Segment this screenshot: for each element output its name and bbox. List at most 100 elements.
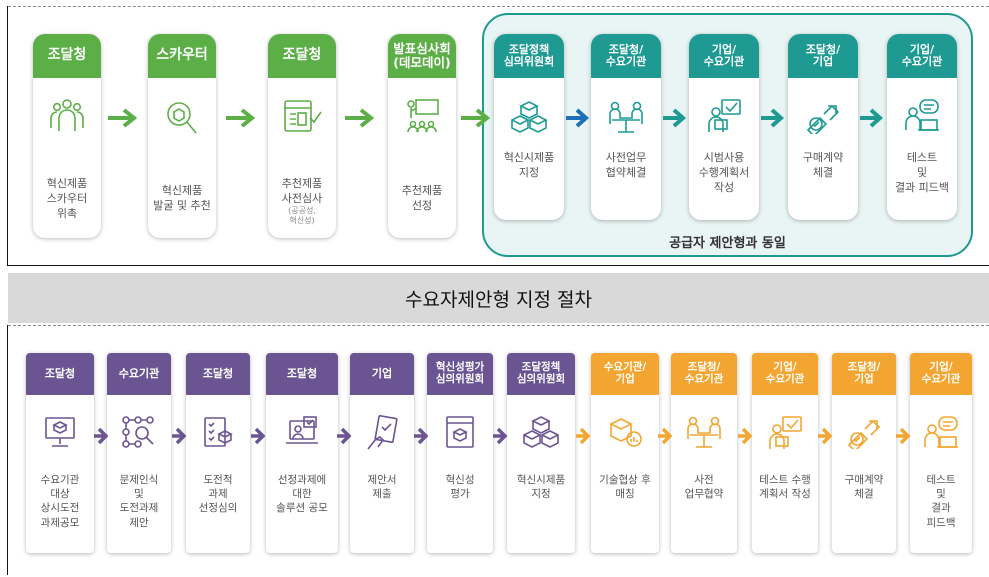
feedback-icon [904,98,940,138]
bottom-step-6-text: 혁신성 평가 [445,474,475,501]
top-step-3-text: 추천제품 사전심사 [281,177,323,205]
bottom-arrow-9 [738,427,753,445]
top-step-5-text: 혁신시제품 지정 [503,151,555,179]
bottom-step-5: 기업 제안서 제출 [350,353,414,553]
top-step-8-text: 구매계약 체결 [802,151,844,179]
search-product-icon [165,100,199,140]
bottom-step-4: 조달청 선정과제에 대한 솔루션 공모 [266,353,338,553]
bottom-step-12: 기업/ 수요기관 테스트 및 결과 피드백 [910,353,972,553]
presentation-icon [404,98,440,138]
bottom-step-5-text: 제안서 제출 [367,474,397,501]
left-border-bottom [7,325,8,575]
bottom-step-10-header: 기업/ 수요기관 [752,353,818,395]
handshake-icon [804,100,842,138]
top-arrow-8 [860,108,884,128]
bottom-step-7: 조달정책 심의위원회 혁신시제품 지정 [507,353,575,553]
feedback-icon [923,415,959,455]
bottom-step-8: 수요기관/ 기업 기술협상 후 매칭 [591,353,659,553]
document-check-icon [282,98,322,138]
top-arrow-7 [761,108,785,128]
bottom-step-3-text: 도전적 과제 선정심의 [198,474,238,515]
top-step-4: 발표심사회 (데모데이) 추천제품 선정 [388,34,456,238]
top-arrow-4 [461,108,491,128]
bottom-step-3: 조달청 도전적 과제 선정심의 [186,353,250,553]
bottom-step-10: 기업/ 수요기관 테스트 수행 계획서 작성 [752,353,818,553]
top-step-9: 기업/ 수요기관 테스트 및 결과 피드백 [887,34,957,220]
bottom-step-9: 조달청/ 수요기관 사전 업무협약 [671,353,737,553]
bottom-arrow-7 [576,427,591,445]
top-step-4-header: 발표심사회 (데모데이) [388,34,456,78]
checklist-cube-icon [202,415,234,453]
planning-icon [706,98,742,138]
meeting-icon [608,100,644,138]
bottom-arrow-1 [94,427,109,445]
top-step-6-text: 사전업무 협약체결 [605,151,647,179]
bottom-step-2-header: 수요기관 [107,353,171,395]
bottom-step-11-header: 조달청/ 기업 [832,353,896,395]
top-step-5-header: 조달정책 심의위원회 [494,34,564,78]
top-step-1: 조달청 혁신제품 스카우터 위촉 [33,34,101,238]
top-step-2-header: 스카우터 [148,34,216,78]
bottom-arrow-8 [658,427,673,445]
bottom-step-6-header: 혁신성평가 심의위원회 [427,353,493,395]
bottom-arrow-6 [493,427,508,445]
top-step-6-header: 조달청/ 수요기관 [591,34,661,78]
top-step-2-text: 혁신제품 발굴 및 추천 [153,184,211,212]
top-step-7: 기업/ 수요기관 시범사용 수행계획서 작성 [689,34,759,220]
bottom-step-8-header: 수요기관/ 기업 [591,353,659,395]
boxes-icon [522,415,560,453]
bottom-arrow-11 [896,427,911,445]
bottom-step-2-text: 문제인식 및 도전과제 제안 [119,474,159,529]
network-search-icon [121,415,157,453]
bottom-step-4-text: 선정과제에 대한 솔루션 공모 [276,474,328,515]
top-step-3-subtext: (공공성, 혁신성) [288,206,316,226]
top-step-7-text: 시범사용 수행계획서 작성 [698,151,750,194]
top-step-9-text: 테스트 및 결과 피드백 [894,151,950,194]
left-border-top [7,6,8,265]
top-step-9-header: 기업/ 수요기관 [887,34,957,78]
bottom-step-12-text: 테스트 및 결과 피드백 [926,474,956,529]
planning-icon [767,415,803,455]
bottom-arrow-3 [251,427,266,445]
separator-line [7,265,989,266]
top-step-7-header: 기업/ 수요기관 [689,34,759,78]
top-step-3: 조달청 추천제품 사전심사 (공공성, 혁신성) [268,34,336,238]
bottom-step-8-text: 기술협상 후 매칭 [599,474,651,501]
monitor-cube-icon [43,415,77,453]
bottom-step-1: 조달청 수요기관 대상 상시도전 과제공모 [26,353,94,553]
meeting-icon [686,415,722,453]
bottom-step-11-text: 구매계약 체결 [844,474,884,501]
top-step-1-text: 혁신제품 스카우터 위촉 [46,177,88,220]
boxes-icon [510,100,548,138]
top-step-8-header: 조달청/ 기업 [788,34,858,78]
bottom-step-9-header: 조달청/ 수요기관 [671,353,737,395]
bottom-step-6: 혁신성평가 심의위원회 혁신성 평가 [427,353,493,553]
bottom-arrow-2 [172,427,187,445]
bottom-step-4-header: 조달청 [266,353,338,395]
top-step-5: 조달정책 심의위원회 혁신시제품 지정 [494,34,564,220]
bottom-step-5-header: 기업 [350,353,414,395]
bottom-step-7-header: 조달정책 심의위원회 [507,353,575,395]
bottom-arrow-4 [337,427,352,445]
hand-document-icon [365,414,399,455]
bottom-arrow-10 [818,427,833,445]
supplier-same-label: 공급자 제안형과 동일 [669,236,786,251]
bottom-step-10-text: 테스트 수행 계획서 작성 [759,474,811,501]
bottom-step-12-header: 기업/ 수요기관 [910,353,972,395]
bottom-step-1-text: 수요기관 대상 상시도전 과제공모 [40,474,80,529]
handshake-icon [845,415,883,453]
bottom-arrow-5 [414,427,429,445]
top-arrow-5 [566,108,590,128]
top-step-1-header: 조달청 [33,34,101,78]
top-arrow-3 [345,108,375,128]
top-dashed-border [8,6,989,7]
cube-chart-icon [607,415,643,453]
bottom-step-2: 수요기관 문제인식 및 도전과제 제안 [107,353,171,553]
bottom-step-1-header: 조달청 [26,353,94,395]
top-step-6: 조달청/ 수요기관 사전업무 협약체결 [591,34,661,220]
top-step-3-header: 조달청 [268,34,336,78]
top-arrow-1 [108,108,138,128]
laptop-check-icon [284,415,320,453]
bottom-step-3-header: 조달청 [186,353,250,395]
top-step-2: 스카우터 혁신제품 발굴 및 추천 [148,34,216,238]
